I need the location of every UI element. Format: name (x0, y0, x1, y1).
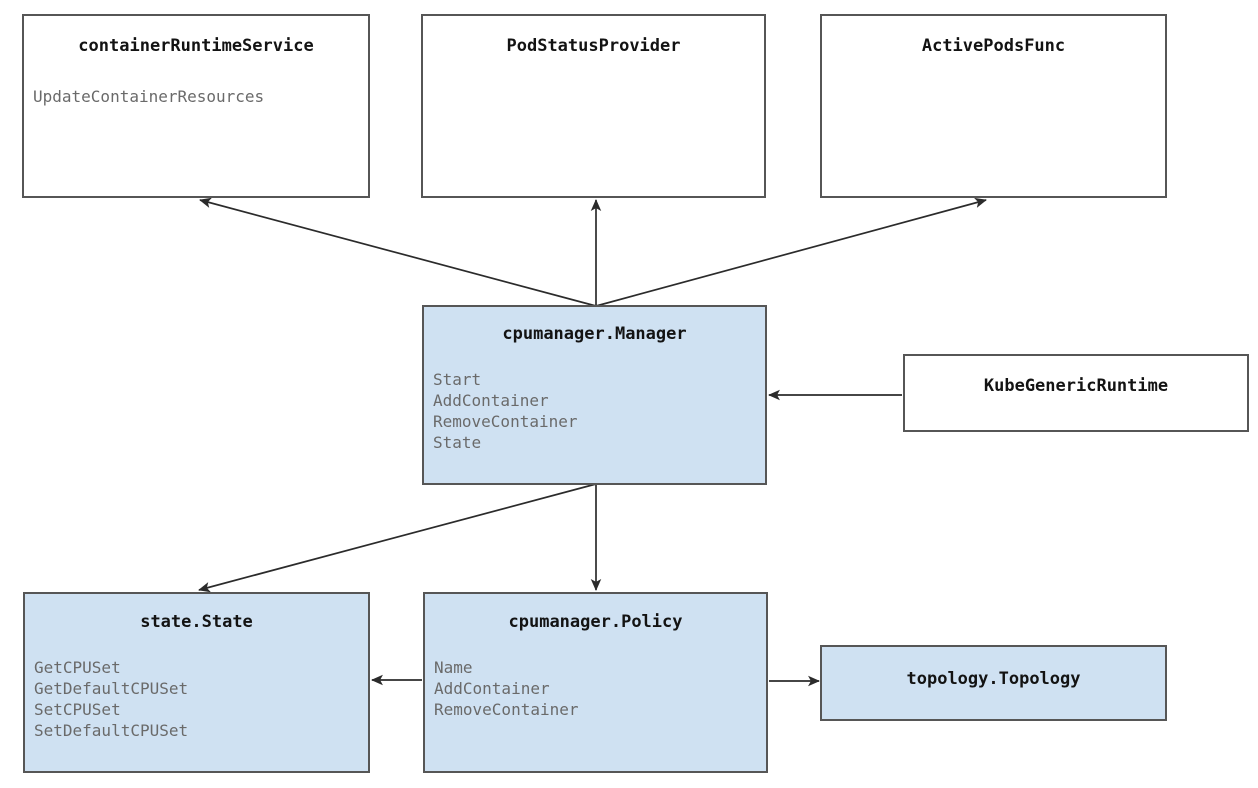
node-kube-generic-runtime[interactable]: KubeGenericRuntime (903, 354, 1249, 432)
node-state-state[interactable]: state.State GetCPUSet GetDefaultCPUSet S… (23, 592, 370, 773)
node-method: SetCPUSet (34, 700, 121, 719)
node-method-list: GetCPUSet GetDefaultCPUSet SetCPUSet Set… (34, 657, 364, 741)
node-method-list: UpdateContainerResources (33, 86, 364, 107)
node-title: ActivePodsFunc (921, 36, 1066, 56)
node-method-list: Name AddContainer RemoveContainer (434, 657, 762, 720)
edge-manager-to-active-pods-func (595, 197, 987, 307)
node-method: GetDefaultCPUSet (34, 679, 189, 698)
node-method: AddContainer (434, 679, 550, 698)
node-method: AddContainer (433, 391, 549, 410)
node-method: Start (433, 370, 482, 389)
node-cpumanager-policy[interactable]: cpumanager.Policy Name AddContainer Remo… (423, 592, 768, 773)
edge-manager-to-container-runtime-service (199, 197, 597, 307)
node-title: cpumanager.Policy (508, 612, 683, 632)
node-method: State (433, 433, 482, 452)
node-title: topology.Topology (906, 669, 1081, 689)
node-title: containerRuntimeService (78, 36, 314, 56)
node-method-list: Start AddContainer RemoveContainer State (433, 369, 761, 453)
node-container-runtime-service[interactable]: containerRuntimeService UpdateContainerR… (22, 14, 370, 198)
node-method: Name (434, 658, 473, 677)
node-title: PodStatusProvider (506, 36, 681, 56)
node-cpumanager-manager[interactable]: cpumanager.Manager Start AddContainer Re… (422, 305, 767, 485)
edge-manager-to-state-state (198, 483, 597, 593)
node-method: UpdateContainerResources (33, 87, 265, 106)
node-method: SetDefaultCPUSet (34, 721, 189, 740)
node-method: RemoveContainer (433, 412, 578, 431)
node-pod-status-provider[interactable]: PodStatusProvider (421, 14, 766, 198)
node-title: KubeGenericRuntime (983, 376, 1169, 396)
node-title: cpumanager.Manager (502, 324, 687, 344)
node-method: RemoveContainer (434, 700, 579, 719)
node-topology-topology[interactable]: topology.Topology (820, 645, 1167, 721)
node-active-pods-func[interactable]: ActivePodsFunc (820, 14, 1167, 198)
node-title: state.State (140, 612, 253, 632)
node-method: GetCPUSet (34, 658, 121, 677)
